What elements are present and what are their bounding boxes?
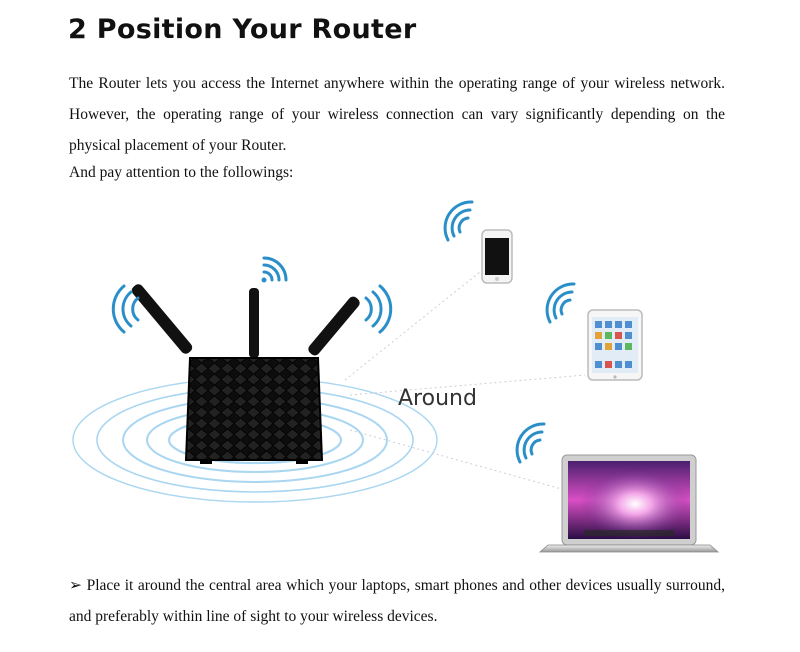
attention-paragraph: And pay attention to the followings: bbox=[69, 164, 294, 181]
bullet-text: Place it around the central area which y… bbox=[69, 577, 725, 625]
page-title: 2 Position Your Router bbox=[68, 14, 417, 45]
router-placement-illustration: Around bbox=[72, 200, 720, 553]
placement-bullet: ➢ Place it around the central area which… bbox=[69, 570, 725, 632]
wifi-signal-icon bbox=[443, 200, 576, 464]
router-icon bbox=[131, 284, 360, 464]
intro-paragraph: The Router lets you access the Internet … bbox=[69, 75, 725, 154]
smartphone-icon bbox=[481, 229, 513, 284]
wifi-signal-icon bbox=[111, 256, 393, 334]
tablet-icon bbox=[587, 309, 643, 381]
bullet-marker: ➢ bbox=[69, 577, 82, 594]
around-label: Around bbox=[398, 386, 477, 411]
laptop-icon bbox=[538, 454, 720, 553]
connection-lines bbox=[344, 271, 586, 491]
